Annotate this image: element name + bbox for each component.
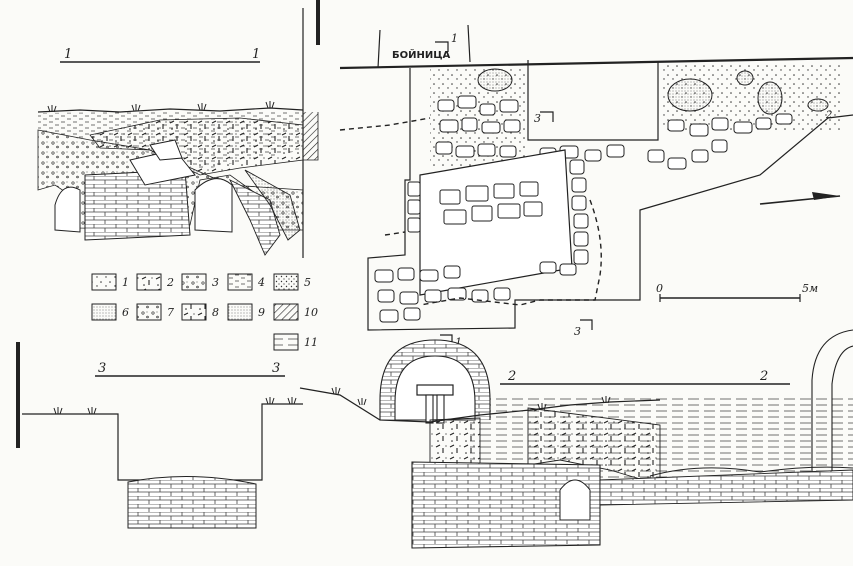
section-2-right-label: 2 [759, 369, 768, 384]
plan-mark-3-bottom [580, 319, 593, 330]
legend-item: 11 [273, 333, 318, 351]
plan-mark-2-right: 2 [825, 110, 832, 121]
section-3-left-label: 3 [98, 361, 106, 376]
arch-gateway [379, 339, 491, 424]
scale-end: 5м [802, 282, 818, 295]
legend: 1 2 3 4 5 6 7 8 9 10 11 [91, 273, 318, 351]
section-3-right-label: 3 [272, 361, 280, 376]
legend-item: 7 [136, 303, 174, 321]
svg-text:1: 1 [451, 32, 458, 45]
legend-swatch [181, 303, 207, 321]
legend-number: 8 [212, 306, 219, 319]
svg-text:3: 3 [534, 112, 541, 125]
site-plan: БОЙНИЦА 1 [339, 24, 853, 349]
legend-swatch [227, 273, 253, 291]
legend-swatch [181, 273, 207, 291]
legend-swatch [136, 273, 162, 291]
legend-number: 9 [258, 306, 265, 319]
legend-number: 11 [304, 336, 318, 349]
legend-item: 3 [181, 273, 219, 291]
legend-swatch [227, 303, 253, 321]
plan-mark-3-top [540, 111, 554, 122]
legend-swatch [136, 303, 162, 321]
section-2-left-label: 2 [507, 369, 516, 384]
legend-number: 6 [122, 306, 129, 319]
section-3-profile [22, 403, 303, 481]
section-1-right-label: 1 [252, 47, 260, 62]
legend-item: 2 [136, 273, 174, 291]
legend-number: 10 [304, 306, 318, 319]
legend-swatch [273, 303, 299, 321]
legend-swatch [91, 303, 117, 321]
masonry-block-2 [411, 461, 601, 549]
section-1-1: 1 1 [37, 47, 319, 256]
plan-stonework [374, 62, 840, 323]
legend-number: 7 [167, 306, 174, 319]
legend-number: 1 [122, 276, 129, 289]
svg-text:3: 3 [574, 325, 581, 338]
section-1-left-label: 1 [64, 47, 72, 62]
masonry-block-1 [84, 139, 196, 241]
legend-swatch [273, 333, 299, 351]
dashed-outline [419, 199, 602, 306]
masonry-block-3 [127, 476, 257, 529]
legend-number: 5 [304, 276, 311, 289]
plan-mark-1-top [435, 41, 449, 52]
scale-bar: 0 5м [656, 282, 818, 302]
legend-item: 1 [91, 273, 129, 291]
svg-text:1: 1 [455, 336, 462, 349]
grass-tufts [47, 101, 275, 113]
legend-swatch [273, 273, 299, 291]
legend-item: 6 [91, 303, 129, 321]
legend-item: 4 [227, 273, 265, 291]
scale-zero: 0 [656, 282, 663, 295]
north-arrow-icon [759, 192, 841, 205]
legend-swatch [91, 273, 117, 291]
legend-item: 10 [273, 303, 318, 321]
legend-item: 9 [227, 303, 265, 321]
section-3-3: 3 3 [16, 342, 303, 529]
legend-number: 4 [257, 276, 265, 289]
loophole-label: БОЙНИЦА [392, 48, 451, 61]
legend-number: 2 [166, 276, 174, 289]
legend-item: 8 [181, 303, 219, 321]
section-2-2: 2 2 [299, 329, 853, 549]
legend-item: 5 [273, 273, 311, 291]
legend-number: 3 [212, 276, 219, 289]
